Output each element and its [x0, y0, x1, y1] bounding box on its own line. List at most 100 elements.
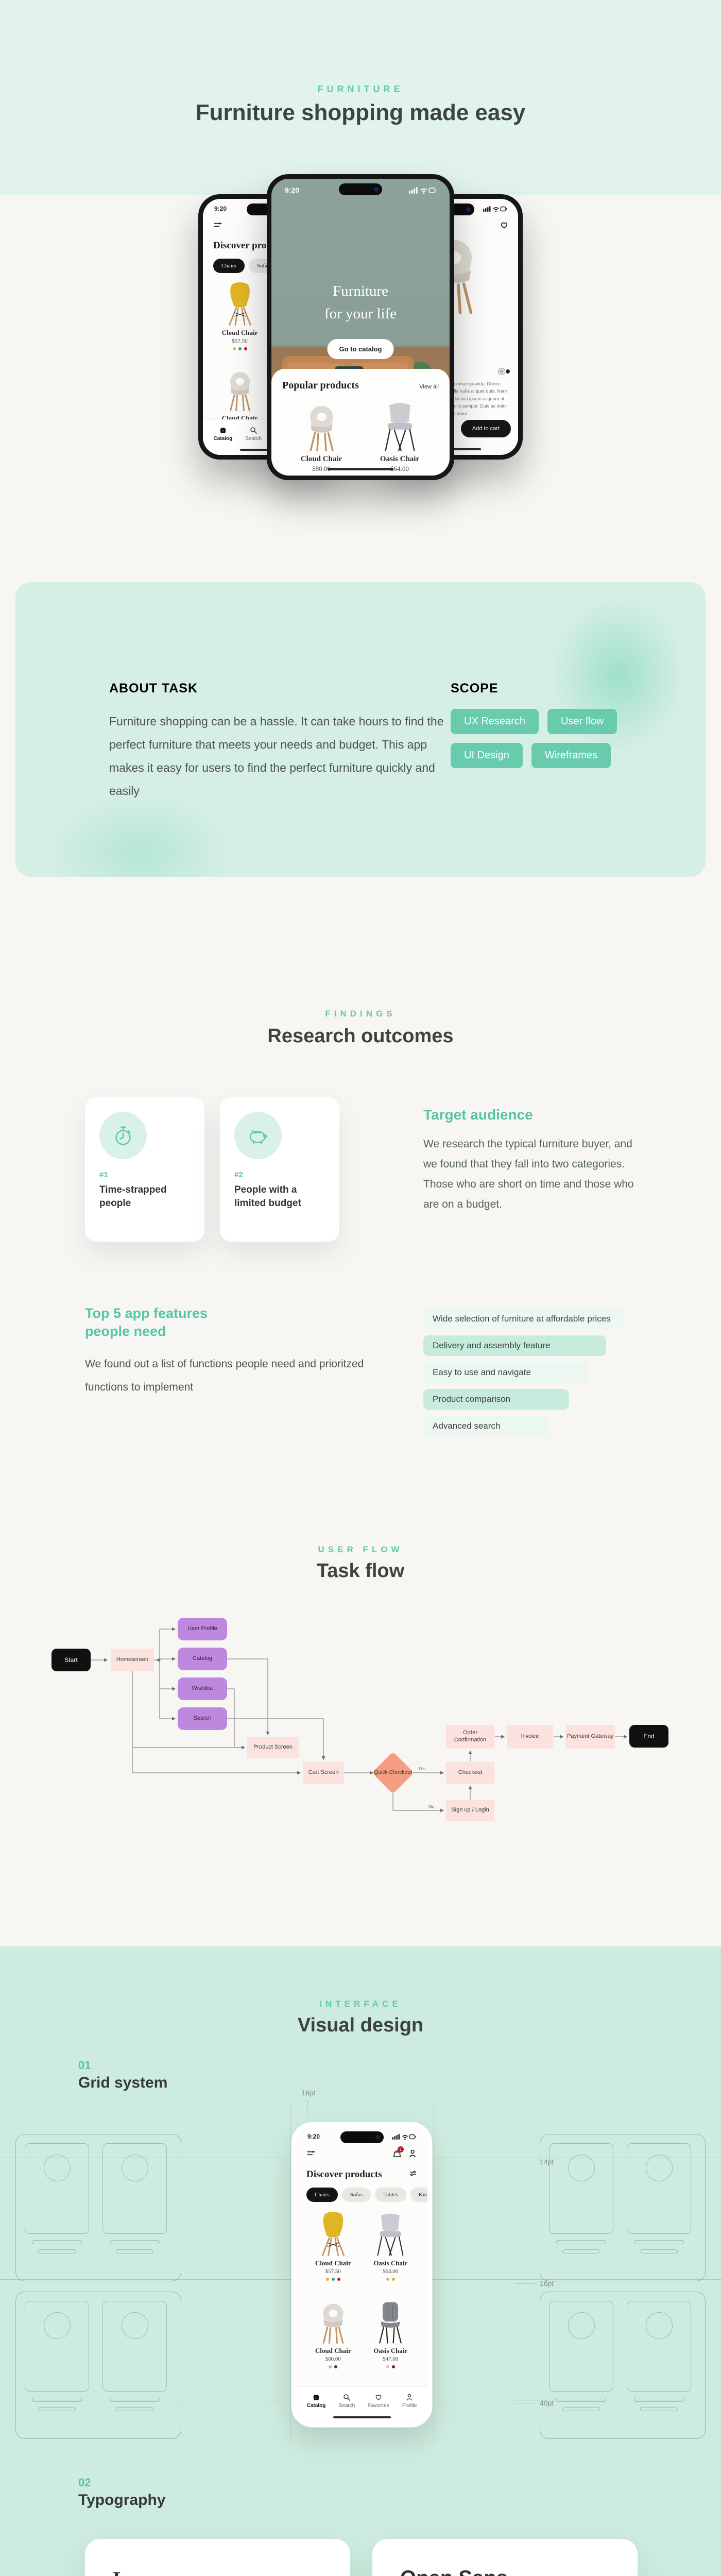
nav-item-favorites[interactable]: Favorites [368, 2393, 389, 2409]
feature-pill: Easy to use and navigate [423, 1362, 588, 1383]
color-dot[interactable] [386, 2365, 389, 2368]
add-to-cart-button[interactable]: Add to cart [460, 420, 511, 437]
color-dot[interactable] [506, 369, 510, 374]
product-card[interactable]: Cloud Chair $57.50 [305, 2211, 361, 2281]
favorite-button[interactable] [500, 221, 509, 232]
font-name: Lora [113, 2567, 322, 2576]
color-dot[interactable] [331, 2278, 335, 2281]
product-card[interactable]: Cloud Chair $80.00 [290, 400, 353, 476]
finding-card: #2 People with a limited budget [220, 1097, 339, 1242]
product-card[interactable]: Cloud Chair $57.50 [213, 281, 267, 350]
nav-item-profile[interactable]: Profile [402, 2393, 417, 2409]
color-options[interactable] [213, 347, 267, 350]
flow-node-profile[interactable]: User Profile [178, 1618, 227, 1640]
color-dot[interactable] [391, 2365, 395, 2368]
color-dot[interactable] [238, 347, 242, 350]
flow-node-product[interactable]: Product Screen [247, 1737, 299, 1758]
flow-node-search[interactable]: Search [178, 1707, 227, 1730]
stopwatch-icon [115, 1126, 131, 1145]
flow-node-start[interactable]: Start [52, 1649, 91, 1671]
scope-tag[interactable]: UX Research [451, 709, 539, 734]
flow-node-payment[interactable]: Payment Gateway [565, 1725, 615, 1749]
popular-products-sheet: Popular products View all Cloud Chair $8… [271, 369, 450, 476]
spacing-annotation: 16pt [301, 2089, 316, 2097]
nav-item-search[interactable]: Search [245, 426, 262, 442]
chip-chairs[interactable]: Chairs [213, 259, 245, 273]
color-dot[interactable] [325, 2278, 329, 2281]
color-dot[interactable] [337, 2278, 340, 2281]
chip-sofas[interactable]: Sofas [341, 2188, 371, 2202]
finding-icon-circle [234, 1112, 282, 1159]
product-grid-row: Cloud Chair $80.00 Oasis Chair $47.00 [304, 2298, 419, 2368]
finding-title: People with a limited budget [234, 1184, 301, 1209]
view-all-link[interactable]: View all [419, 384, 439, 390]
status-icons [483, 206, 507, 212]
product-card[interactable]: Oasis Chair $64.00 [368, 400, 432, 476]
color-dot[interactable] [329, 2365, 332, 2368]
flow-node-end[interactable]: End [629, 1725, 668, 1748]
dynamic-island [340, 2131, 384, 2143]
product-name: Cloud Chair [315, 2259, 351, 2267]
finding-card: #1 Time-strapped people [85, 1097, 204, 1242]
flow-node-checkout[interactable]: Checkout [446, 1762, 494, 1784]
typography-section-index: 02 [78, 2476, 91, 2489]
color-options[interactable] [305, 2278, 361, 2281]
profile-button[interactable] [408, 2149, 417, 2161]
spacing-annotation: 40pt [540, 2399, 554, 2407]
color-dot[interactable] [386, 2278, 389, 2281]
nav-item-catalog[interactable]: Catalog [214, 426, 232, 442]
filter-icon [410, 2171, 416, 2176]
color-dot[interactable] [232, 347, 236, 350]
target-audience-text: We research the typical furniture buyer,… [423, 1138, 634, 1210]
filter-button[interactable] [409, 2170, 417, 2180]
nav-item-search[interactable]: Search [339, 2393, 355, 2409]
visual-design-title: Visual design [297, 2014, 424, 2036]
flow-node-cart[interactable]: Cart Screen [303, 1762, 344, 1784]
flow-node-orderconf[interactable]: Order Confirmation [446, 1725, 494, 1749]
cart-badge: 1 [398, 2146, 404, 2153]
menu-button[interactable] [213, 221, 222, 232]
product-card[interactable]: Cloud Chair $80.00 [305, 2298, 361, 2368]
color-dot[interactable] [391, 2278, 395, 2281]
chair-image [229, 372, 250, 412]
status-time: 9:20 [214, 205, 227, 212]
color-options[interactable] [363, 2365, 418, 2368]
product-card[interactable]: Oasis Chair $64.00 [363, 2211, 418, 2281]
typography-title: Typography [78, 2492, 166, 2509]
chair-image [309, 405, 334, 452]
chip-tables[interactable]: Tables [375, 2188, 406, 2202]
scope-tag[interactable]: UI Design [451, 743, 523, 768]
bottom-nav: Catalog Search Favorites Profile [296, 2386, 427, 2422]
hero-eyebrow: FURNITURE [317, 84, 404, 94]
font-name: Open Sans [400, 2567, 610, 2576]
product-card[interactable]: Oasis Chair $47.00 [363, 2298, 418, 2368]
cart-button[interactable]: 1 [392, 2146, 404, 2161]
color-options[interactable] [363, 2278, 418, 2281]
interface-eyebrow: INTERFACE [319, 1999, 402, 2009]
piggy-bank-icon [249, 1130, 268, 1145]
scope-tag[interactable]: Wireframes [531, 743, 611, 768]
product-grid-row: Cloud Chair $57.50 Oasis Chair $64.00 [304, 2211, 419, 2281]
chip-chairs[interactable]: Chairs [306, 2188, 338, 2202]
color-options[interactable] [305, 2365, 361, 2368]
userflow-eyebrow: USER FLOW [318, 1545, 403, 1554]
go-to-catalog-button[interactable]: Go to catalog [327, 339, 394, 359]
menu-button[interactable] [306, 2149, 316, 2161]
color-dot[interactable] [334, 2365, 338, 2368]
chair-image [322, 2303, 344, 2344]
color-dot[interactable] [244, 347, 247, 350]
status-time: 9:20 [307, 2133, 320, 2140]
finding-title: Time-strapped people [99, 1184, 167, 1209]
chip-kitchen[interactable]: Kitchen [410, 2188, 427, 2202]
flow-node-catalog[interactable]: Catalog [178, 1648, 227, 1670]
target-audience-title: Target audience [423, 1107, 533, 1123]
flow-node-homescreen[interactable]: Homescreen [111, 1649, 154, 1671]
flow-node-wishlist[interactable]: Wishtlist [178, 1677, 227, 1700]
flow-node-invoice[interactable]: Invoice [507, 1725, 553, 1749]
nav-item-catalog[interactable]: Catalog [307, 2393, 325, 2409]
finding-icon-circle [99, 1112, 147, 1159]
scope-tag[interactable]: User flow [547, 709, 617, 734]
color-dot[interactable] [498, 367, 505, 375]
flow-node-signup[interactable]: Sign up / Login [446, 1800, 494, 1821]
about-task-text: Furniture shopping can be a hassle. It c… [109, 715, 444, 798]
